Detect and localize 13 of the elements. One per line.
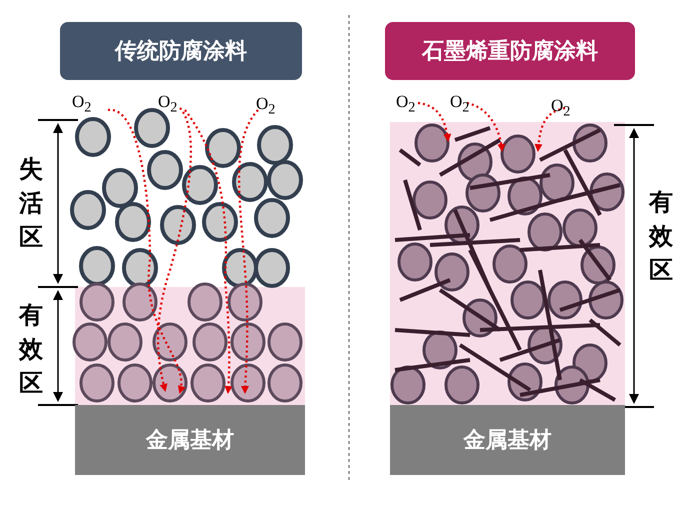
gas-label: O$_{2}$: [396, 92, 416, 116]
gas-label: O$_{2}$: [450, 92, 470, 116]
title-banner: 传统防腐涂料: [60, 22, 302, 80]
gas-label: O$_{2}$: [158, 92, 178, 116]
gas-label: O$_{2}$: [551, 96, 570, 120]
gas-label: O$_{2}$: [256, 94, 276, 118]
zone-label: 有效区: [18, 300, 44, 399]
gas-label: O$_{2}$: [72, 92, 92, 116]
zone-label: 有效区: [648, 187, 674, 286]
zone-label: 失活区: [18, 154, 44, 253]
title-banner: 石墨烯重防腐涂料: [385, 22, 635, 80]
substrate-block: 金属基材: [390, 405, 625, 475]
substrate-block: 金属基材: [75, 405, 305, 475]
